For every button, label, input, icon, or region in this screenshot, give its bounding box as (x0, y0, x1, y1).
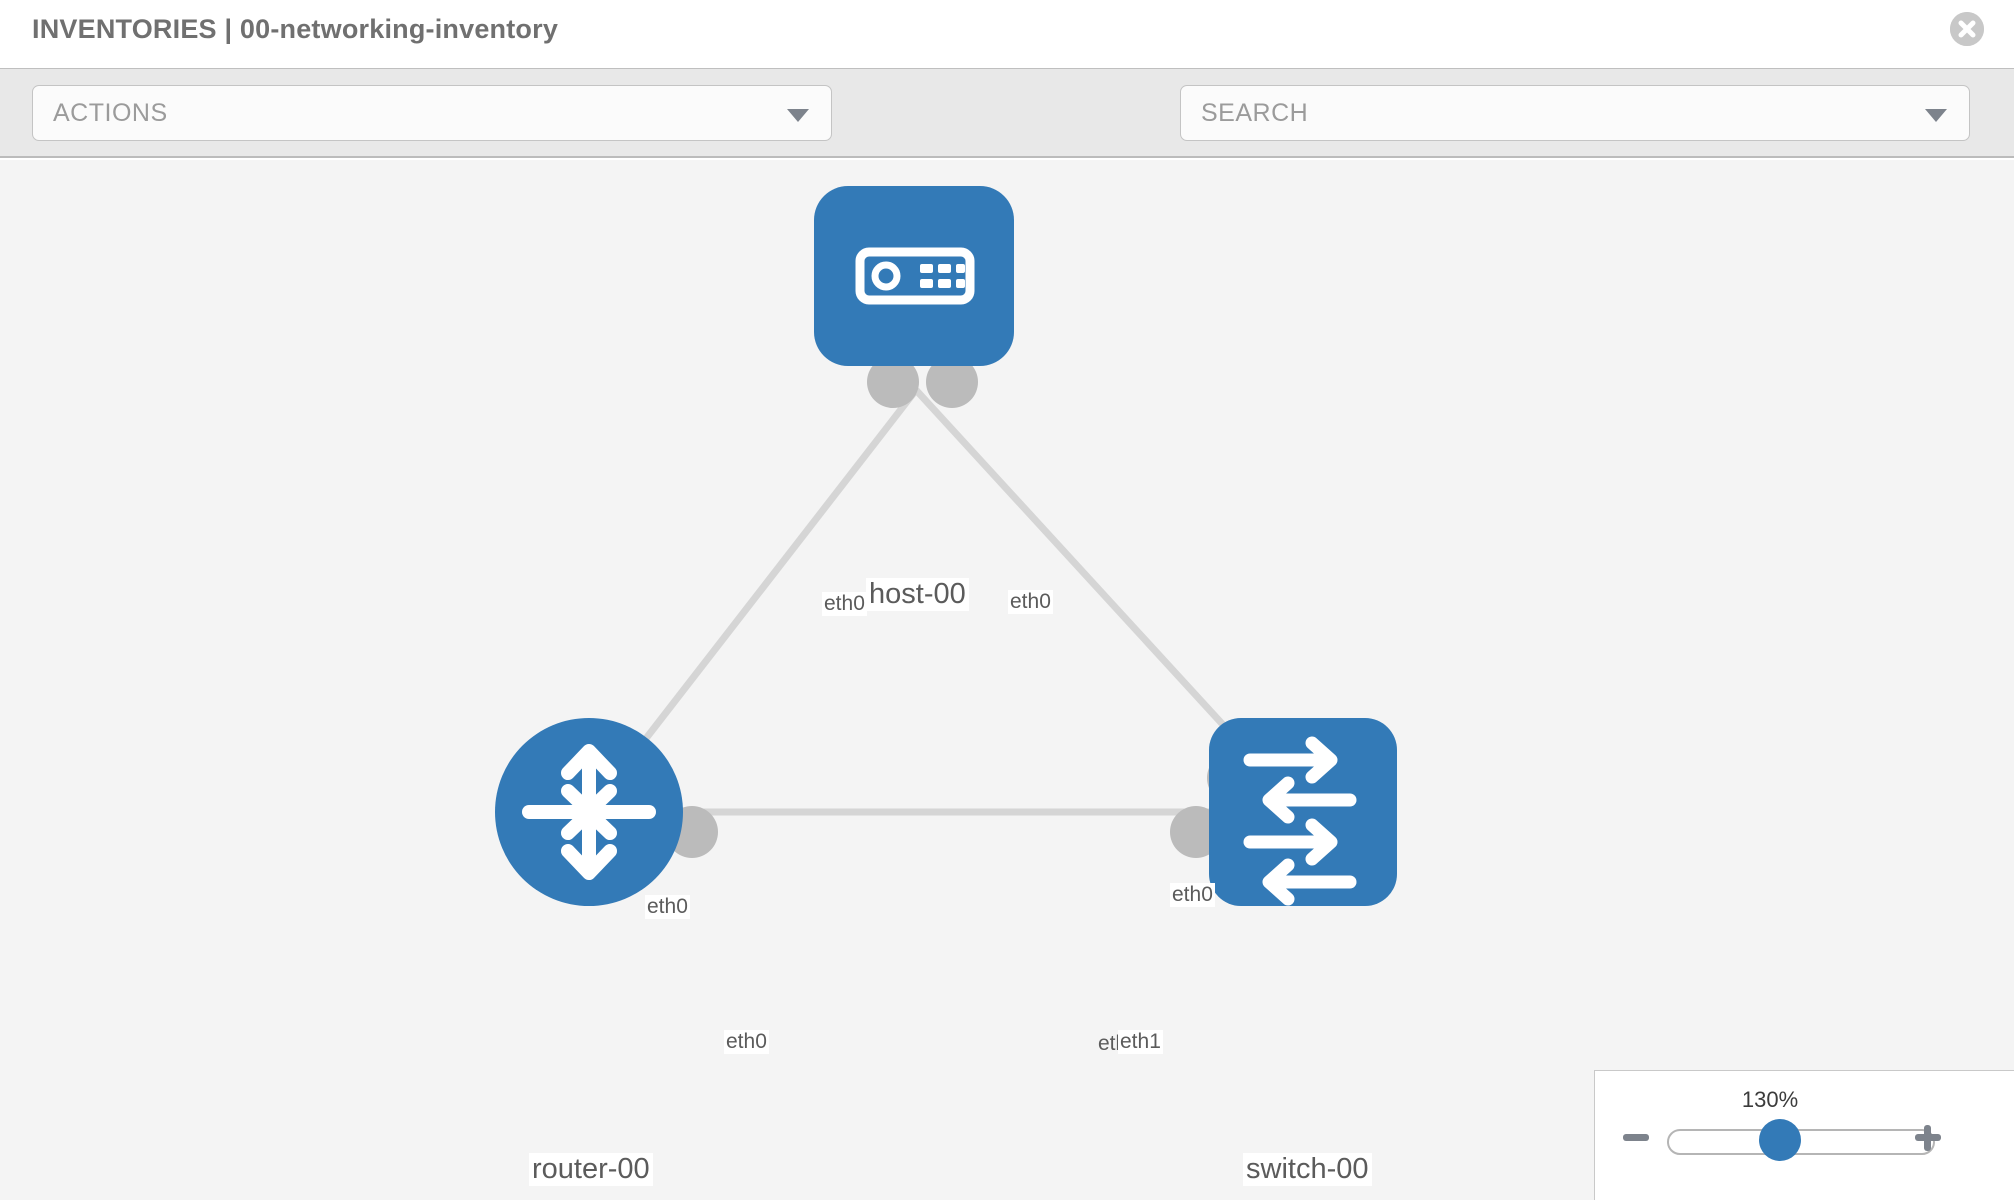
iface-label: eth0 (724, 1030, 769, 1055)
zoom-level-value: 130% (1741, 1087, 1799, 1112)
zoom-out-icon[interactable] (1621, 1123, 1651, 1158)
iface-label: eth0 (822, 592, 867, 617)
actions-dropdown[interactable]: ACTIONS (32, 85, 832, 141)
node-label-switch-00: switch-00 (1243, 1153, 1372, 1187)
search-input[interactable]: SEARCH (1180, 85, 1970, 141)
topology-graph (495, 186, 1397, 906)
actions-dropdown-label: ACTIONS (53, 99, 168, 127)
connector-host00-right (926, 356, 978, 408)
node-switch-00 (1209, 718, 1397, 906)
iface-label: eth1 (1118, 1030, 1163, 1055)
node-label-host-00: host-00 (866, 578, 969, 612)
iface-label: etl (1098, 1032, 1121, 1055)
switch-icon (1243, 736, 1357, 906)
close-icon[interactable] (1950, 12, 1984, 46)
zoom-slider-thumb[interactable] (1759, 1119, 1801, 1161)
chevron-down-icon[interactable] (1925, 109, 1947, 122)
page-header: INVENTORIES | 00-networking-inventory (0, 0, 2014, 68)
zoom-control-panel: 130% (1594, 1070, 2014, 1200)
iface-label: eth0 (1008, 590, 1053, 615)
topology-canvas[interactable]: eth0 host-00 eth0 eth0 eth0 eth0 etl eth… (0, 160, 2014, 1200)
zoom-in-icon[interactable] (1913, 1123, 1943, 1158)
router-icon (522, 744, 656, 880)
zoom-slider-track[interactable] (1667, 1129, 1935, 1155)
node-label-router-00: router-00 (529, 1153, 653, 1187)
iface-label: eth0 (1170, 883, 1215, 908)
search-placeholder: SEARCH (1201, 99, 1309, 127)
page-title: INVENTORIES | 00-networking-inventory (32, 14, 559, 44)
connector-host00-left (867, 356, 919, 408)
server-icon (855, 247, 975, 305)
server-leds (920, 264, 965, 288)
node-host-00 (814, 186, 1014, 366)
toolbar: ACTIONS SEARCH (0, 68, 2014, 198)
iface-label: eth0 (645, 895, 690, 920)
chevron-down-icon (787, 109, 809, 122)
node-router-00 (495, 718, 683, 906)
